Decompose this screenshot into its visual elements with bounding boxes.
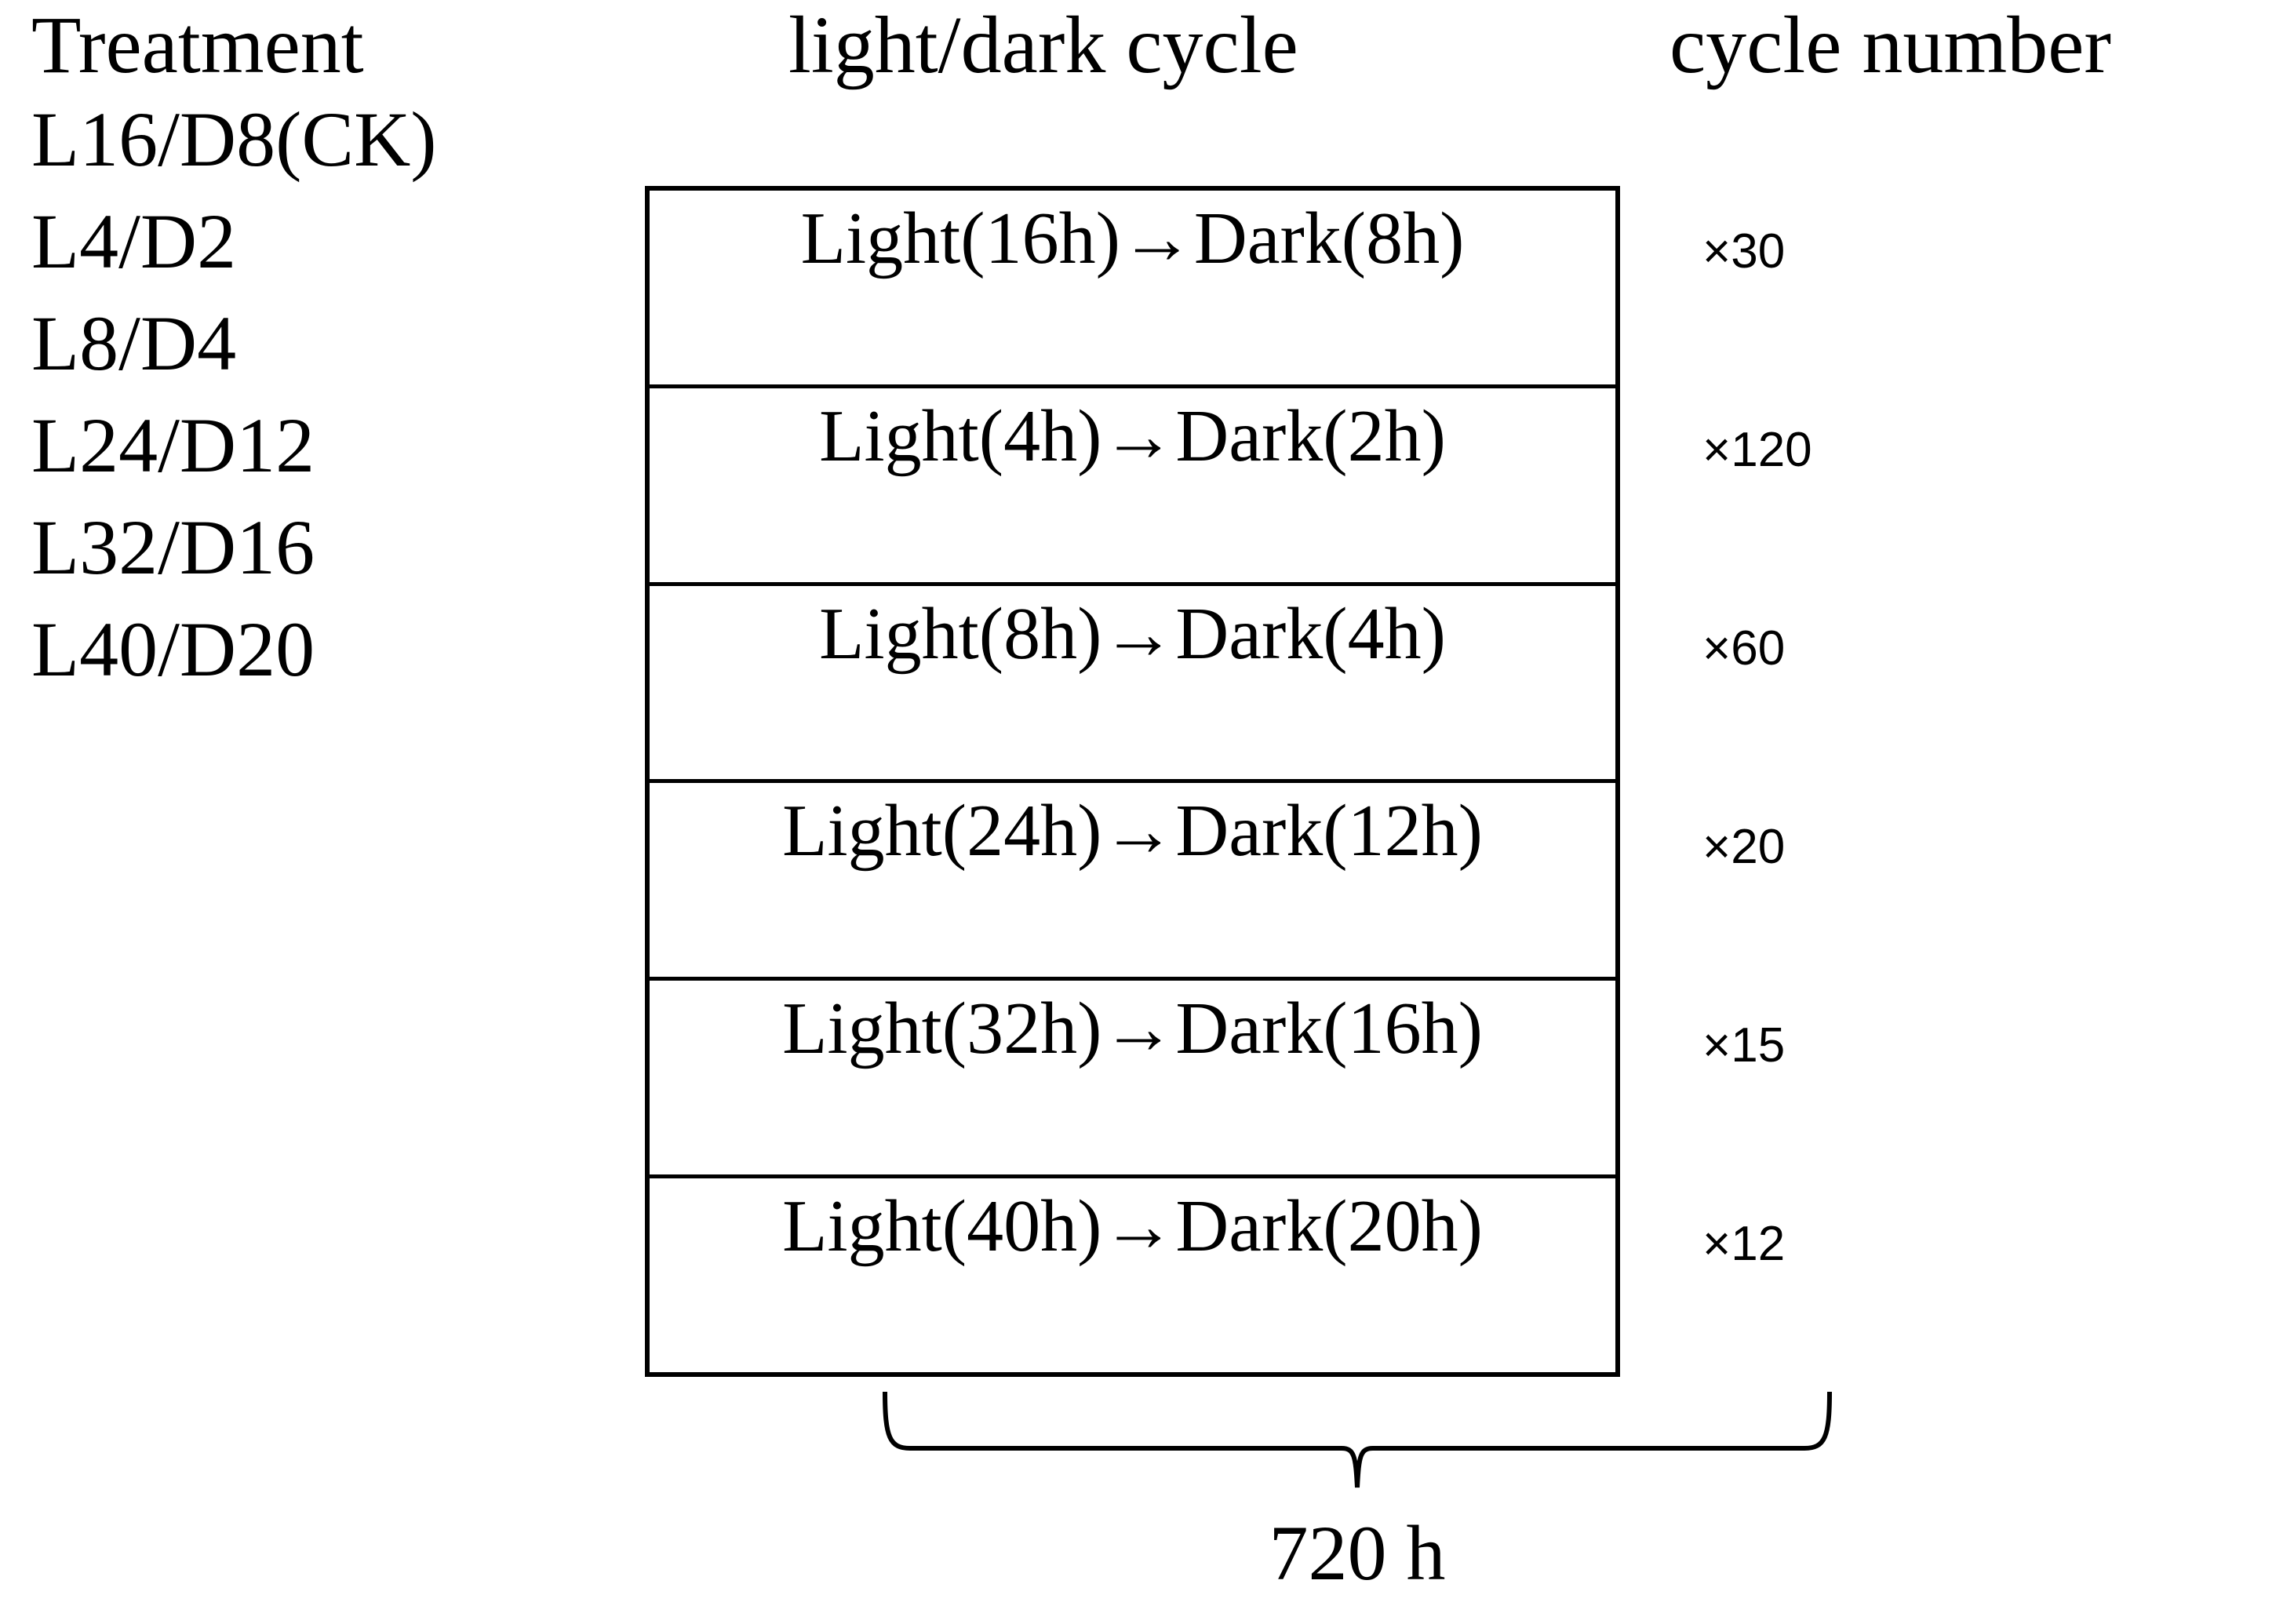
- column-header-treatment: Treatment: [31, 0, 364, 90]
- cycle-count-4: ×15: [1702, 1018, 1786, 1072]
- cycle-count-5: ×12: [1702, 1217, 1786, 1271]
- table-row: Light(40h)→Dark(20h): [650, 1178, 1615, 1372]
- table-row: Light(8h)→Dark(4h): [650, 586, 1615, 784]
- treatment-label-3: L24/D12: [31, 402, 315, 489]
- table-row: Light(32h)→Dark(16h): [650, 981, 1615, 1179]
- cycle-count-0: ×30: [1702, 224, 1786, 279]
- cycle-count-2: ×60: [1702, 621, 1786, 675]
- treatment-label-2: L8/D4: [31, 300, 237, 387]
- table-row: Light(24h)→Dark(12h): [650, 783, 1615, 981]
- duration-brace: [879, 1389, 1836, 1491]
- table-row: Light(4h)→Dark(2h): [650, 388, 1615, 586]
- treatment-label-1: L4/D2: [31, 198, 237, 285]
- brace-icon: [883, 1391, 1832, 1488]
- light-dark-cycle-table: Light(16h)→Dark(8h) Light(4h)→Dark(2h) L…: [645, 186, 1620, 1377]
- column-header-cycle-number: cycle number: [1670, 0, 2112, 90]
- cycle-text-0: Light(16h)→Dark(8h): [800, 198, 1465, 279]
- treatment-label-4: L32/D16: [31, 504, 315, 591]
- cycle-text-3: Light(24h)→Dark(12h): [782, 790, 1483, 872]
- treatment-label-5: L40/D20: [31, 606, 315, 693]
- cycle-text-2: Light(8h)→Dark(4h): [819, 592, 1446, 675]
- treatment-label-0: L16/D8(CK): [31, 96, 437, 183]
- total-duration-label: 720 h: [1269, 1509, 1446, 1597]
- cycle-count-3: ×20: [1702, 820, 1786, 874]
- cycle-text-1: Light(4h)→Dark(2h): [819, 395, 1446, 477]
- table-row: Light(16h)→Dark(8h): [650, 191, 1615, 388]
- cycle-text-5: Light(40h)→Dark(20h): [782, 1185, 1483, 1268]
- column-header-light-dark-cycle: light/dark cycle: [788, 0, 1298, 90]
- cycle-count-1: ×120: [1702, 423, 1812, 477]
- cycle-text-4: Light(32h)→Dark(16h): [782, 988, 1483, 1070]
